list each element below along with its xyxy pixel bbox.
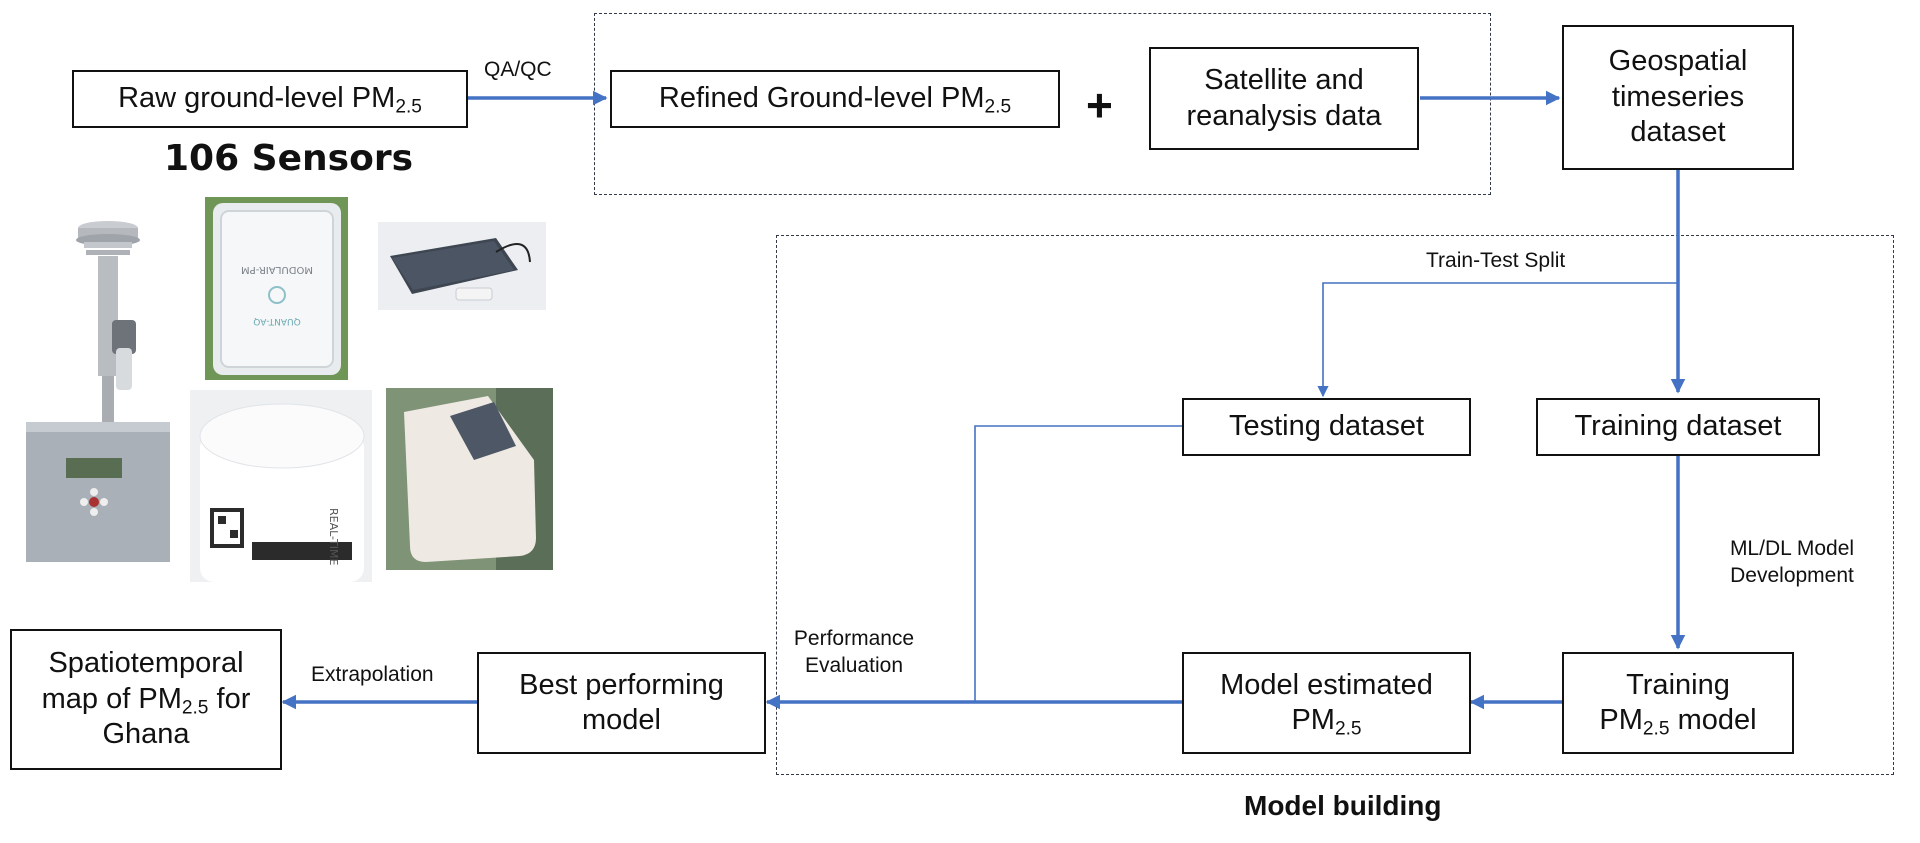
training-model-subscript: 2.5 (1642, 718, 1670, 740)
map-line-3: Ghana (102, 718, 190, 751)
estimated-line-1: Model estimated (1220, 668, 1433, 701)
satellite-line-1: Satellite and (1204, 64, 1364, 97)
training-model-line-1: Training (1626, 668, 1730, 701)
train-test-split-label: Train-Test Split (1426, 249, 1566, 272)
model-building-label: Model building (1244, 790, 1442, 821)
geospatial-line-1: Geospatial (1608, 45, 1748, 78)
train-test-split-arrow (1317, 282, 1678, 398)
refined-pm25-label: Refined Ground-level PM (658, 82, 985, 115)
modulair-brand-text: MODULAIR-PM (241, 264, 313, 275)
ml-dl-line-2: Development (1730, 563, 1854, 587)
qa-qc-label: QA/QC (484, 58, 552, 81)
map-subscript: 2.5 (181, 697, 209, 719)
satellite-reanalysis-box: Satellite and reanalysis data (1149, 47, 1419, 150)
satellite-line-2: reanalysis data (1186, 99, 1382, 132)
testing-dataset-label: Testing dataset (1228, 410, 1425, 443)
modulair-maker-text: QUANT-AQ (253, 316, 300, 326)
model-building-region (776, 235, 1894, 775)
testing-dataset-box: Testing dataset (1182, 398, 1471, 456)
plus-sign: + (1086, 79, 1113, 131)
training-model-suffix: model (1669, 704, 1757, 736)
spatiotemporal-map-box: Spatiotemporal map of PM2.5 for Ghana (10, 629, 282, 770)
reference-monitor-icon (22, 210, 172, 566)
extrapolation-label: Extrapolation (311, 663, 434, 686)
ml-dl-line-1: ML/DL Model (1729, 537, 1855, 560)
perf-line-1: Performance (793, 627, 915, 650)
map-pm: map of PM (41, 682, 182, 715)
sensors-count-label: 106 Sensors (164, 138, 413, 179)
training-model-line-2: PM2.5 model (1599, 703, 1756, 738)
real-time-tag-text: REAL-TIME (327, 508, 340, 565)
map-line-1: Spatiotemporal (48, 647, 244, 680)
training-dataset-box: Training dataset (1536, 398, 1820, 456)
estimated-pm: PM (1291, 704, 1335, 736)
perf-line-2: Evaluation (804, 653, 904, 677)
estimated-line-2: PM2.5 (1220, 703, 1433, 738)
best-performing-model-box: Best performing model (477, 652, 766, 754)
real-time-sensor-icon: REAL-TIME (190, 390, 372, 582)
refined-pm25-box: Refined Ground-level PM2.5 (610, 70, 1060, 128)
refined-pm25-subscript: 2.5 (984, 96, 1012, 118)
geospatial-dataset-box: Geospatial timeseries dataset (1562, 25, 1794, 170)
map-line-2: map of PM2.5 for (42, 682, 251, 717)
modulair-sensor-icon: MODULAIR-PM QUANT-AQ (205, 197, 348, 380)
geospatial-line-2: timeseries (1611, 80, 1745, 113)
best-line-2: model (581, 704, 661, 736)
ml-dl-label: ML/DL Model Development (1702, 536, 1882, 590)
map-for: for (208, 682, 251, 715)
white-housing-sensor-icon (386, 388, 553, 570)
testing-to-evaluation-line (974, 425, 1182, 702)
raw-pm25-box: Raw ground-level PM2.5 (72, 70, 468, 128)
training-dataset-label: Training dataset (1574, 410, 1782, 443)
model-estimated-pm25-box: Model estimated PM2.5 (1182, 652, 1471, 754)
raw-pm25-label: Raw ground-level PM (118, 82, 396, 115)
estimated-subscript: 2.5 (1334, 718, 1362, 740)
raw-pm25-subscript: 2.5 (395, 96, 422, 118)
best-line-1: Best performing (519, 668, 724, 701)
geospatial-line-3: dataset (1630, 116, 1726, 149)
training-pm25-model-box: Training PM2.5 model (1562, 652, 1794, 754)
performance-evaluation-label: Performance Evaluation (774, 626, 934, 680)
solar-panel-sensor-icon (378, 222, 546, 310)
training-model-pm: PM (1599, 704, 1643, 736)
